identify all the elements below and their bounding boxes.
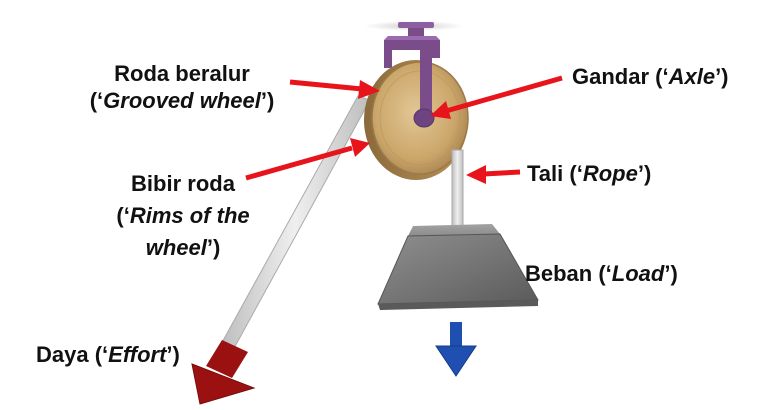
load-block-top bbox=[408, 224, 500, 236]
axle bbox=[413, 108, 435, 128]
load-block bbox=[377, 233, 539, 305]
label-load: Beban (‘Load’) bbox=[525, 261, 678, 286]
label-axle: Gandar (‘Axle’) bbox=[572, 64, 729, 89]
load-arrow bbox=[435, 322, 477, 377]
pointer-rim bbox=[245, 138, 370, 181]
pointer-grooved-wheel bbox=[289, 79, 380, 99]
pointer-axle bbox=[430, 75, 563, 119]
label-effort: Daya (‘Effort’) bbox=[36, 342, 180, 367]
bracket bbox=[384, 40, 440, 68]
effort-arrow bbox=[191, 340, 256, 405]
label-grooved-wheel: Roda beralur (‘Grooved wheel’) bbox=[89, 61, 275, 113]
label-rim: Bibir roda (‘Rims of the wheel’) bbox=[116, 171, 250, 260]
label-rope: Tali (‘Rope’) bbox=[527, 161, 652, 186]
pointer-rope bbox=[466, 165, 521, 184]
load-rope bbox=[451, 149, 464, 233]
